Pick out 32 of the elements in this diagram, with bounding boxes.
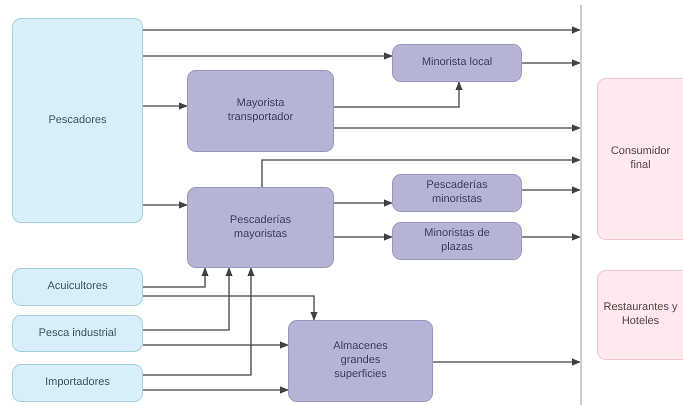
arrow	[261, 156, 581, 187]
arrow	[143, 102, 188, 110]
source-box: Importadores	[12, 364, 143, 402]
process-box: Pescaderías mayoristas	[187, 187, 334, 268]
arrow	[143, 201, 188, 209]
arrow	[143, 341, 289, 349]
arrow	[143, 26, 581, 34]
arrow	[522, 186, 581, 194]
process-box: Pescaderías minoristas	[392, 174, 522, 212]
arrow	[143, 295, 318, 321]
arrow	[143, 267, 255, 376]
arrow	[143, 267, 233, 331]
arrow	[143, 267, 209, 288]
arrow	[522, 233, 581, 241]
process-box: Minoristas de plazas	[392, 222, 522, 260]
source-box: Pescadores	[12, 18, 143, 223]
destination-box: Restaurantes y Hoteles	[597, 270, 683, 360]
arrow	[334, 124, 581, 132]
arrow	[143, 52, 393, 60]
process-box: Almacenes grandes superficies	[288, 320, 433, 402]
arrow	[143, 386, 289, 394]
arrow	[334, 199, 393, 207]
process-box: Mayorista transportador	[187, 70, 334, 152]
arrow	[433, 358, 581, 366]
arrow	[334, 81, 463, 108]
arrow	[334, 233, 393, 241]
arrow	[522, 59, 581, 67]
source-box: Pesca industrial	[12, 315, 143, 352]
destination-box: Consumidor final	[597, 78, 683, 240]
process-box: Minorista local	[392, 44, 522, 82]
source-box: Acuicultores	[12, 268, 143, 306]
divider-bar	[580, 5, 582, 405]
